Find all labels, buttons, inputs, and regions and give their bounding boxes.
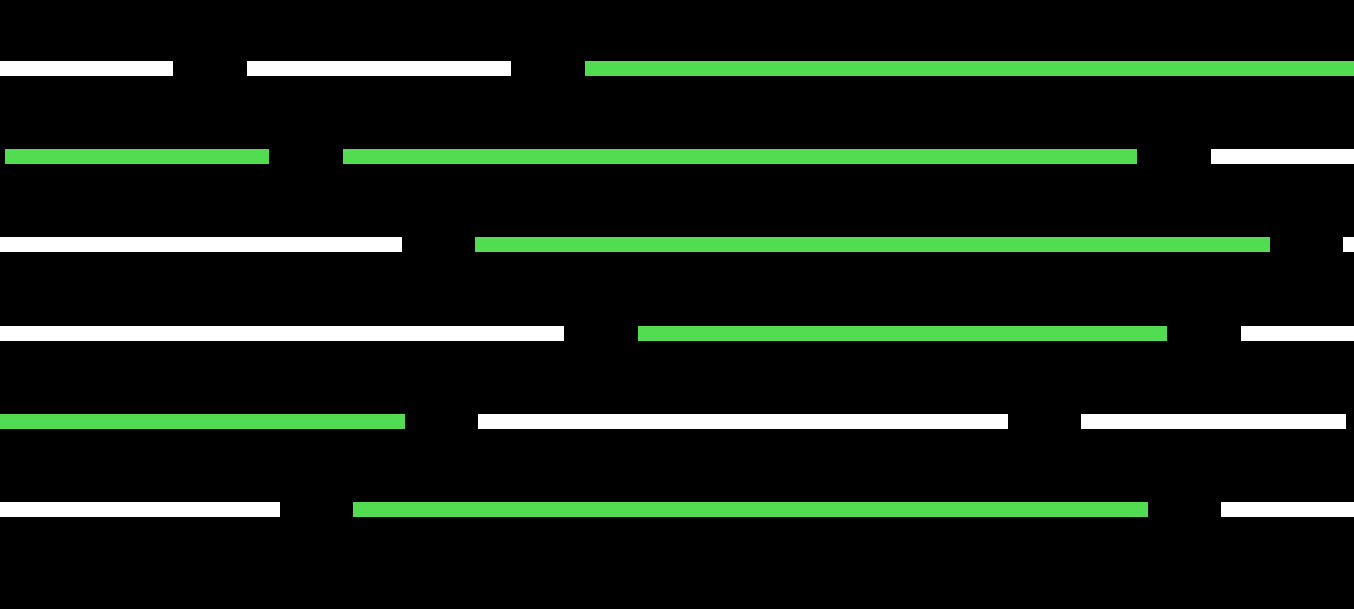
row-1-green-bar-3 (585, 61, 1354, 76)
row-3-white-bar-1 (0, 237, 402, 252)
row-4-green-bar-2 (638, 326, 1167, 341)
row-2-green-bar-2 (343, 149, 1137, 164)
row-5-white-bar-2 (478, 414, 1008, 429)
row-6-green-bar-2 (353, 502, 1148, 517)
row-3-green-bar-2 (475, 237, 1270, 252)
row-6-white-bar-3 (1221, 502, 1354, 517)
row-4-white-bar-1 (0, 326, 564, 341)
row-2-white-bar-3 (1211, 149, 1354, 164)
row-5-green-bar-1 (0, 414, 405, 429)
row-4-white-bar-3 (1241, 326, 1354, 341)
row-5-white-bar-3 (1081, 414, 1346, 429)
row-6-white-bar-1 (0, 502, 280, 517)
row-1-white-bar-1 (0, 61, 173, 76)
row-3-white-bar-3 (1343, 237, 1354, 252)
row-2-green-bar-1 (5, 149, 269, 164)
row-1-white-bar-2 (247, 61, 511, 76)
